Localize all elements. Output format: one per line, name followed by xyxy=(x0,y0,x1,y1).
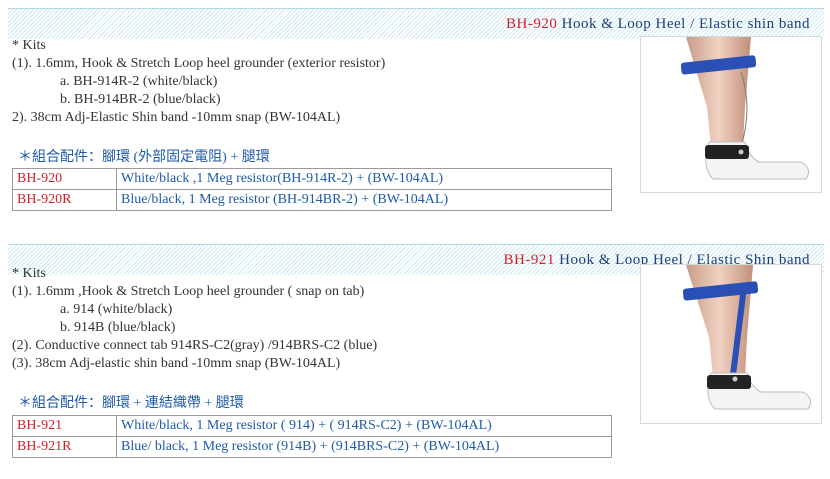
model-table: BH-920 White/black ,1 Meg resistor(BH-91… xyxy=(12,168,612,211)
model-desc: White/black, 1 Meg resistor ( 914) + ( 9… xyxy=(116,415,612,437)
kit-line: b. 914B (blue/black) xyxy=(60,320,176,335)
model-code: BH-921R xyxy=(12,436,117,458)
model-desc: Blue/ black, 1 Meg resistor (914B) + (91… xyxy=(116,436,612,458)
kit-line: * Kits xyxy=(12,38,46,53)
table-row: BH-921R Blue/ black, 1 Meg resistor (914… xyxy=(12,436,612,458)
leg-with-heel-grounder-illustration xyxy=(680,37,810,180)
model-code: BH-920R xyxy=(12,189,117,211)
combo-note: ＊組合配件：腳環 + 連結織帶 + 腿環 xyxy=(18,396,244,411)
table-row: BH-920 White/black ,1 Meg resistor(BH-91… xyxy=(12,168,612,190)
header-band: BH-920 Hook & Loop Heel / Elastic shin b… xyxy=(8,8,824,39)
combo-note: ＊組合配件：腳環 (外部固定電阻) + 腿環 xyxy=(18,150,270,165)
kit-description: * Kits (1). 1.6mm ,Hook & Stretch Loop h… xyxy=(12,265,377,373)
kit-line: (3). 38cm Adj-elastic shin band -10mm sn… xyxy=(12,356,341,371)
model-desc: White/black ,1 Meg resistor(BH-914R-2) +… xyxy=(116,168,612,190)
kit-line: b. BH-914BR-2 (blue/black) xyxy=(60,92,221,107)
table-row: BH-920R Blue/black, 1 Meg resistor (BH-9… xyxy=(12,189,612,211)
kit-description: * Kits (1). 1.6mm, Hook & Stretch Loop h… xyxy=(12,37,385,127)
product-code: BH-920 xyxy=(506,16,558,32)
product-photo xyxy=(640,36,822,193)
product-code: BH-921 xyxy=(503,252,555,268)
kit-line: (1). 1.6mm, Hook & Stretch Loop heel gro… xyxy=(12,56,386,71)
kit-line: (2). Conductive connect tab 914RS-C2(gra… xyxy=(12,338,378,353)
product-name: Hook & Loop Heel / Elastic shin band xyxy=(561,16,810,32)
kit-line: a. BH-914R-2 (white/black) xyxy=(60,74,218,89)
model-table: BH-921 White/black, 1 Meg resistor ( 914… xyxy=(12,415,612,458)
kit-line: (1). 1.6mm ,Hook & Stretch Loop heel gro… xyxy=(12,284,365,299)
kit-line: a. 914 (white/black) xyxy=(60,302,173,317)
model-code: BH-920 xyxy=(12,168,117,190)
model-desc: Blue/black, 1 Meg resistor (BH-914BR-2) … xyxy=(116,189,612,211)
kit-line: 2). 38cm Adj-Elastic Shin band -10mm sna… xyxy=(12,110,341,125)
leg-with-heel-grounder-illustration xyxy=(682,265,812,410)
table-row: BH-921 White/black, 1 Meg resistor ( 914… xyxy=(12,415,612,437)
product-title: BH-920 Hook & Loop Heel / Elastic shin b… xyxy=(506,16,810,33)
kit-line: * Kits xyxy=(12,266,46,281)
product-photo xyxy=(640,264,822,424)
model-code: BH-921 xyxy=(12,415,117,437)
